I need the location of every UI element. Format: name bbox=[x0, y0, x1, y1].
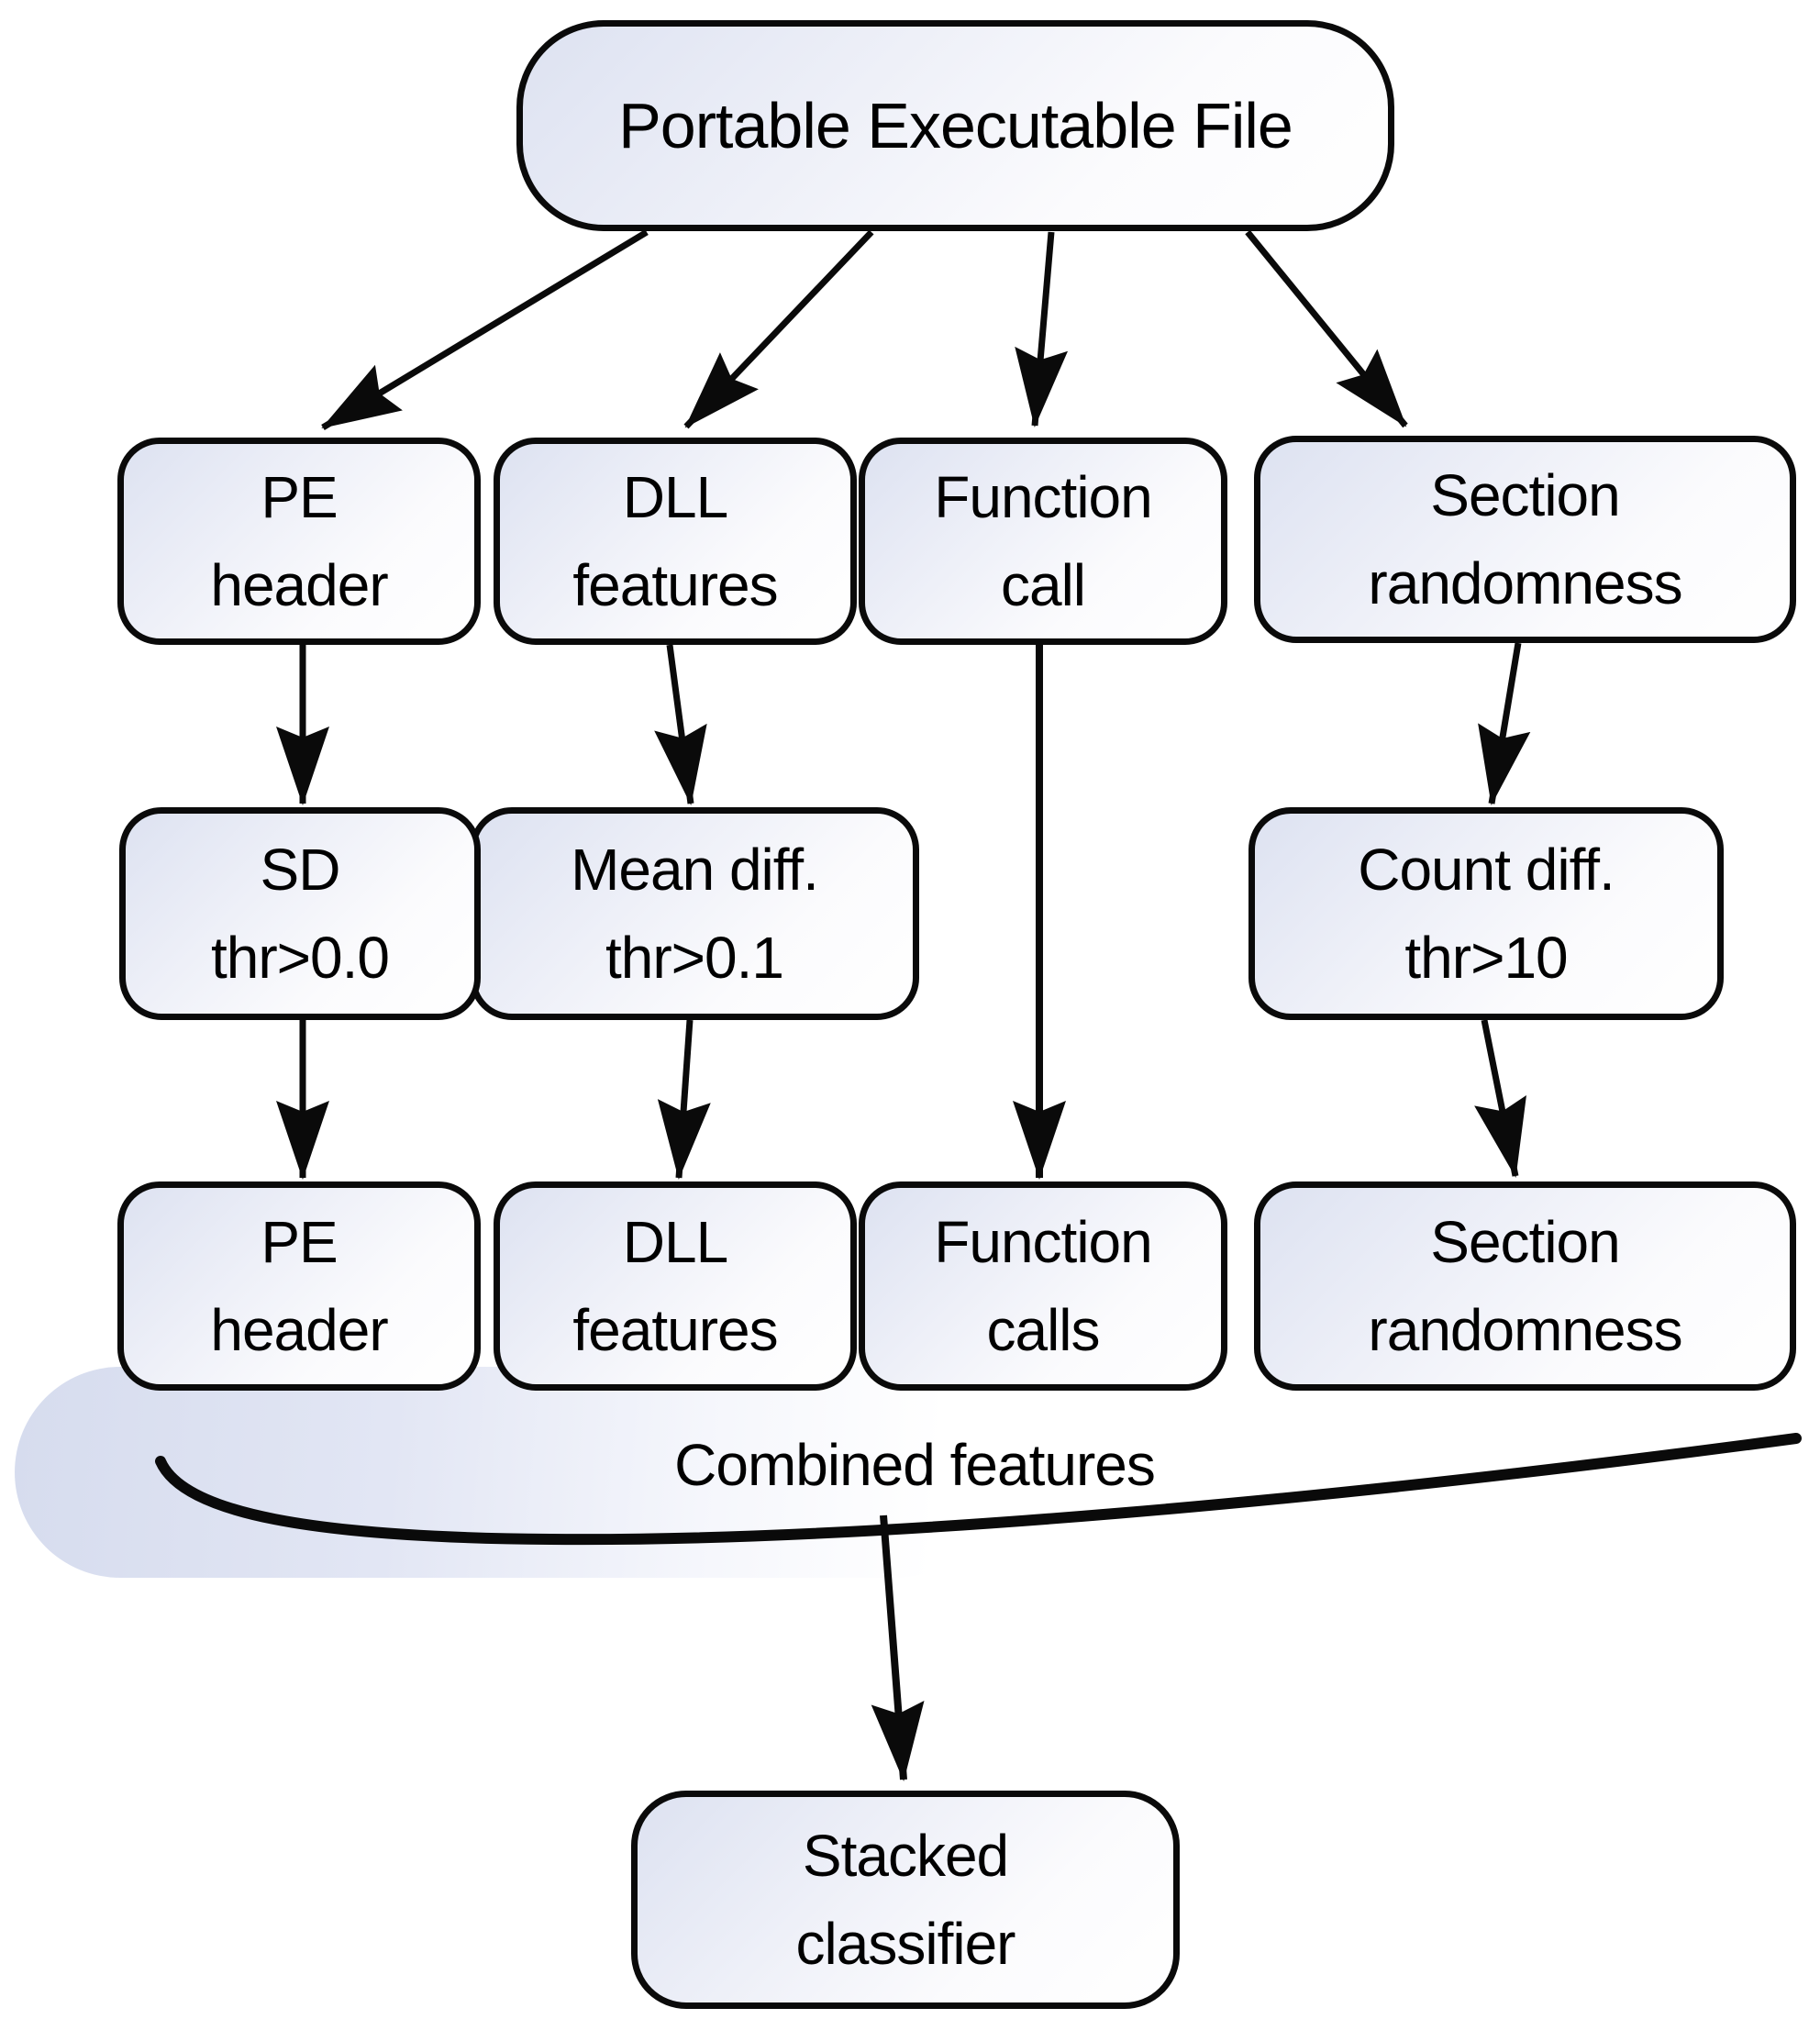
node-label-line: Section bbox=[1430, 1209, 1620, 1275]
node-mean-diff-threshold: Mean diff. thr>0.1 bbox=[470, 807, 919, 1020]
node-label-line: PE bbox=[261, 1209, 338, 1275]
node-label-line: header bbox=[210, 552, 388, 618]
node-stacked-classifier: Stacked classifier bbox=[631, 1791, 1180, 2009]
arrow-combined-features-to-stacked-classifier bbox=[871, 1514, 925, 1781]
node-dll-features-extracted: DLL features bbox=[494, 438, 857, 645]
arrow-mean-diff-to-dll-features bbox=[657, 1019, 711, 1180]
node-label-line: PE bbox=[261, 464, 338, 530]
node-label-line: Function bbox=[934, 464, 1152, 530]
node-label-line: calls bbox=[986, 1297, 1100, 1363]
combined-features-label: Combined features bbox=[674, 1432, 1156, 1498]
node-portable-executable-file: Portable Executable File bbox=[516, 20, 1394, 231]
arrow-section-randomness-to-count-diff bbox=[1478, 642, 1531, 805]
node-label-line: randomness bbox=[1368, 550, 1682, 616]
node-label-line: DLL bbox=[622, 464, 728, 530]
node-section-randomness-extracted: Section randomness bbox=[1254, 436, 1796, 643]
node-label-line: features bbox=[572, 1297, 778, 1363]
arrow-pe-file-to-dll-features bbox=[683, 229, 874, 429]
node-label-line: Mean diff. bbox=[571, 837, 819, 903]
node-label-line: call bbox=[1000, 552, 1086, 618]
node-section-randomness-selected: Section randomness bbox=[1254, 1181, 1796, 1391]
arrow-pe-file-to-section-randomness bbox=[1245, 229, 1408, 428]
node-label-line: thr>0.0 bbox=[210, 925, 390, 991]
combined-features-brace-curve bbox=[155, 1433, 1802, 1546]
arrow-pe-file-to-pe-header bbox=[321, 229, 649, 430]
node-label-line: classifier bbox=[795, 1911, 1016, 1977]
node-dll-features-selected: DLL features bbox=[494, 1181, 857, 1391]
node-label-line: thr>10 bbox=[1404, 925, 1568, 991]
node-label-line: randomness bbox=[1368, 1297, 1682, 1363]
node-label-line: SD bbox=[260, 837, 341, 903]
node-label-line: header bbox=[210, 1297, 388, 1363]
node-label-line: features bbox=[572, 552, 778, 618]
node-label-line: Stacked bbox=[802, 1823, 1009, 1889]
node-label-line: Count diff. bbox=[1358, 837, 1615, 903]
arrow-count-diff-to-section-randomness bbox=[1474, 1019, 1526, 1178]
node-function-call-extracted: Function call bbox=[859, 438, 1227, 645]
node-pe-header-selected: PE header bbox=[117, 1181, 481, 1391]
node-label-line: Section bbox=[1430, 462, 1620, 528]
node-count-diff-threshold: Count diff. thr>10 bbox=[1248, 807, 1724, 1020]
node-label-line: DLL bbox=[622, 1209, 728, 1275]
node-label-line: thr>0.1 bbox=[605, 925, 784, 991]
arrow-dll-features-to-mean-diff bbox=[654, 644, 707, 805]
node-label-line: Function bbox=[934, 1209, 1152, 1275]
arrow-pe-file-to-function-call bbox=[1015, 231, 1069, 427]
node-function-calls-selected: Function calls bbox=[859, 1181, 1227, 1391]
node-pe-header-extracted: PE header bbox=[117, 438, 481, 645]
node-sd-threshold: SD thr>0.0 bbox=[119, 807, 481, 1020]
node-label: Portable Executable File bbox=[618, 89, 1293, 161]
